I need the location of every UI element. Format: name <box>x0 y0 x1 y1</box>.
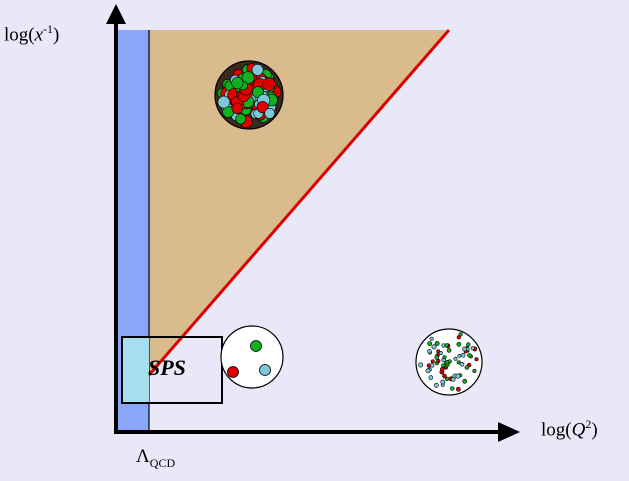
high-q2-proton-parton <box>442 355 447 360</box>
dense-proton-parton <box>251 64 264 76</box>
high-q2-proton-parton <box>427 341 433 346</box>
high-q2-proton-parton <box>462 346 467 352</box>
high-q2-proton-parton <box>431 344 437 350</box>
high-q2-proton-parton <box>430 363 435 368</box>
high-q2-proton-parton <box>472 368 477 373</box>
high-q2-proton-parton <box>455 386 461 392</box>
lambda-qcd-label: ΛQCD <box>136 446 175 471</box>
x-axis-var: Q <box>571 419 586 441</box>
x-axis <box>114 422 520 442</box>
dense-proton-parton <box>217 95 231 109</box>
y-axis-label: log(x-1) <box>4 22 59 46</box>
high-q2-proton-parton <box>460 352 466 358</box>
high-q2-proton-parton <box>427 349 432 354</box>
dense-proton-parton <box>231 77 244 90</box>
high-q2-proton-parton <box>444 343 449 348</box>
high-q2-proton-parton <box>453 356 458 361</box>
high-q2-proton-parton <box>470 346 475 351</box>
high-q2-proton-parton <box>428 375 434 380</box>
dense-proton-parton <box>241 71 255 85</box>
high-q2-proton-parton <box>439 366 445 372</box>
y-axis-prefix: log( <box>4 24 35 46</box>
high-q2-proton-parton <box>450 386 455 391</box>
high-q2-proton-parton <box>467 353 472 358</box>
dense-proton-parton <box>235 113 247 125</box>
lambda-symbol: Λ <box>136 446 150 467</box>
high-q2-proton-parton <box>434 355 440 360</box>
lambda-sub: QCD <box>149 455 176 470</box>
high-q2-proton-parton <box>462 378 468 384</box>
dilute-proton-circle <box>220 325 284 389</box>
dense-proton-parton <box>262 77 276 91</box>
high-q2-proton-parton <box>425 368 431 374</box>
high-q2-proton-parton <box>456 335 461 340</box>
high-q2-proton-parton <box>436 358 441 364</box>
dense-proton-parton <box>256 101 269 114</box>
high-q2-proton-parton <box>434 341 440 346</box>
high-q2-proton-parton <box>433 382 439 388</box>
dense-proton-parton <box>264 108 276 119</box>
sps-box <box>121 336 223 404</box>
dense-proton <box>214 60 284 130</box>
high-q2-proton <box>415 328 483 396</box>
high-q2-proton-parton <box>418 362 424 368</box>
high-q2-proton-parton <box>455 373 461 379</box>
high-q2-proton-parton <box>459 361 465 367</box>
parton-red <box>227 366 239 378</box>
high-q2-proton-parton <box>446 348 452 353</box>
sps-box-left <box>122 337 149 403</box>
parton-blue <box>259 364 271 376</box>
high-q2-proton-parton <box>466 342 471 347</box>
high-q2-proton-parton <box>447 359 452 364</box>
y-axis-suffix: ) <box>53 24 60 46</box>
x-axis-prefix: log( <box>541 419 572 441</box>
high-q2-proton-parton <box>445 376 450 382</box>
high-q2-proton-parton <box>474 357 479 362</box>
high-q2-proton-parton <box>429 336 434 341</box>
high-q2-proton-parton <box>440 379 446 385</box>
high-q2-proton-parton <box>456 341 462 347</box>
high-q2-proton-parton <box>450 377 456 382</box>
high-q2-proton-parton <box>458 332 463 337</box>
y-axis-exp: -1 <box>43 22 54 36</box>
parton-green <box>250 340 262 352</box>
high-q2-proton-parton <box>464 365 470 370</box>
sps-label: SPS <box>148 355 186 380</box>
high-q2-proton-parton <box>456 360 461 365</box>
high-q2-proton-parton <box>430 359 435 364</box>
high-q2-proton-parton <box>436 349 441 354</box>
x-axis-exp: 2 <box>585 417 592 431</box>
dense-proton-parton <box>231 102 244 115</box>
high-q2-proton-parton <box>457 353 462 358</box>
x-axis-label: log(Q2) <box>541 417 598 441</box>
saturation-line <box>147 29 451 376</box>
x-axis-suffix: ) <box>591 419 598 441</box>
y-axis <box>106 4 126 432</box>
y-axis-var: x <box>34 24 44 46</box>
high-q2-proton-parton <box>442 373 447 379</box>
